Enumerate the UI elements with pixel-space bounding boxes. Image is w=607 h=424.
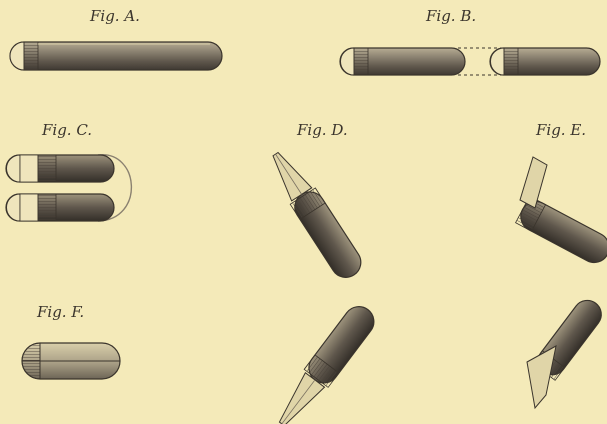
fig-e-label: Fig. F.	[36, 303, 84, 321]
fig-d-bottom-drawing	[270, 301, 380, 424]
fig-a-label: Fig. A.	[89, 7, 140, 25]
fig-b-drawing	[340, 48, 600, 75]
fig-f-bottom-drawing	[527, 295, 607, 408]
fig-e-drawing	[22, 343, 120, 379]
fig-a-drawing	[10, 42, 222, 70]
fig-c-drawing	[6, 155, 131, 221]
fig-b-label: Fig. B.	[425, 7, 476, 25]
fig-f-label: Fig. E.	[535, 121, 586, 139]
fig-d-label: Fig. D.	[296, 121, 348, 139]
fig-f-top-drawing	[516, 157, 607, 268]
fig-c-label: Fig. C.	[41, 121, 92, 139]
fig-d-top-drawing	[263, 146, 367, 283]
